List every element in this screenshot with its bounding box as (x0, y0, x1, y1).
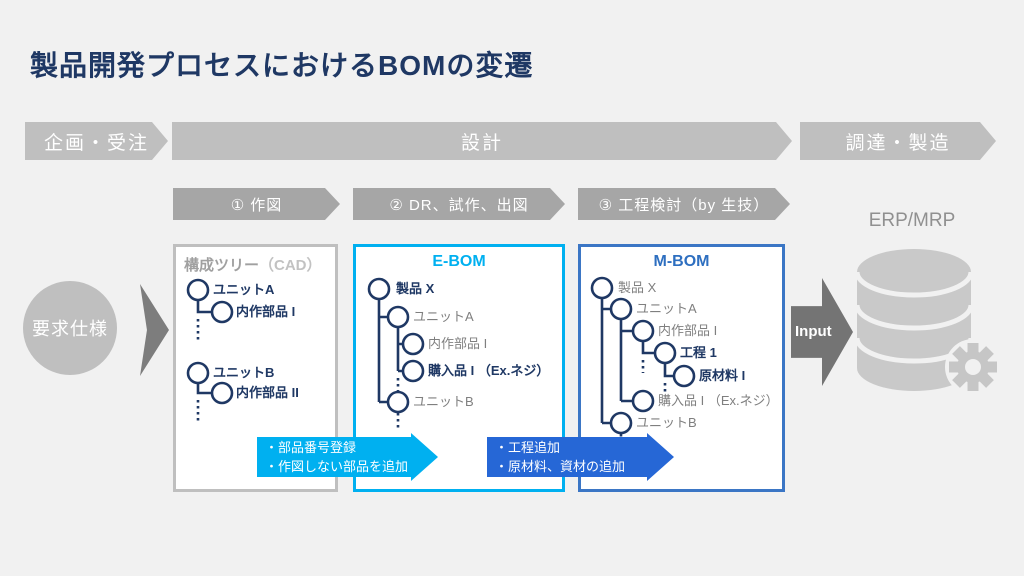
tree-node-label: ユニットB (636, 415, 697, 430)
cad-box-title: 構成ツリー（CAD） (184, 254, 322, 275)
gear-icon (949, 343, 997, 391)
substep-label: ② DR、試作、出図 (389, 196, 529, 214)
callout-arrow-process-addition: ・工程追加 ・原材料、資材の追加 (487, 433, 674, 481)
tree-node-label: 原材料 I (699, 368, 746, 383)
tree-node-label: ユニットA (213, 282, 275, 297)
tree-node-label: 内作部品 I (428, 336, 488, 351)
cad-box-title-text: 構成ツリー (184, 257, 260, 274)
callout-line: ・工程追加 (495, 440, 561, 455)
tree-node-label: ユニットA (413, 309, 474, 324)
process-band-plan-order: 企画・受注 (25, 122, 168, 160)
erp-mrp-label: ERP/MRP (868, 210, 956, 231)
callout-arrow-part-registration: ・部品番号登録 ・作図しない部品を追加 (257, 433, 438, 481)
mbom-box: M-BOM 製品 X ユニットA 内作部品 I 工程 1 原 (578, 244, 785, 492)
callout-line: ・部品番号登録 (265, 440, 357, 455)
ebom-tree-graphic (367, 277, 425, 431)
requirement-spec-circle: 要求仕様 (23, 281, 117, 375)
tree-node-label: 製品 X (396, 281, 435, 296)
page-title: 製品開発プロセスにおけるBOMの変遷 (30, 50, 534, 81)
substep-label: ① 作図 (230, 196, 283, 214)
tree-node-label: 内作部品 II (236, 385, 299, 400)
process-band-procure-manufacture: 調達・製造 (800, 122, 996, 160)
requirement-spec-label: 要求仕様 (32, 319, 108, 339)
mbom-tree-graphic (590, 276, 696, 449)
cad-tree-graphic (186, 278, 234, 423)
tree-node-label: 購入品 I （Ex.ネジ） (658, 393, 779, 408)
flow-chevron-icon (140, 284, 169, 376)
tree-node-label: 内作部品 I (236, 304, 296, 319)
process-band-label: 企画・受注 (43, 132, 149, 154)
tree-node-label: ユニットA (636, 301, 697, 316)
substep-dr-prototype: ② DR、試作、出図 (353, 188, 565, 220)
cad-box-title-suffix: （CAD） (259, 257, 322, 274)
process-band-design: 設計 (172, 122, 792, 160)
tree-node-label: 工程 1 (680, 345, 717, 360)
database-icon (854, 249, 1001, 395)
callout-line: ・原材料、資材の追加 (495, 459, 626, 474)
substep-drawing: ① 作図 (173, 188, 340, 220)
process-band-label: 調達・製造 (845, 132, 951, 154)
cad-tree-box: 構成ツリー（CAD） ユニットA 内作部品 I ユニットB 内作部品 II (173, 244, 338, 492)
mbom-box-title: M-BOM (653, 253, 710, 270)
tree-node-label: ユニットB (413, 394, 474, 409)
tree-node-label: 製品 X (618, 280, 657, 295)
input-arrow-label: Input (795, 323, 832, 340)
tree-node-label: 購入品 I （Ex.ネジ） (428, 363, 550, 378)
substep-process-study: ③ 工程検討（by 生技） (578, 188, 790, 220)
tree-node-label: ユニットB (213, 365, 275, 380)
tree-node-label: 内作部品 I (658, 323, 718, 338)
ebom-box-title: E-BOM (432, 253, 486, 270)
callout-line: ・作図しない部品を追加 (265, 459, 409, 474)
substep-label: ③ 工程検討（by 生技） (598, 196, 770, 214)
process-band-label: 設計 (460, 132, 503, 154)
